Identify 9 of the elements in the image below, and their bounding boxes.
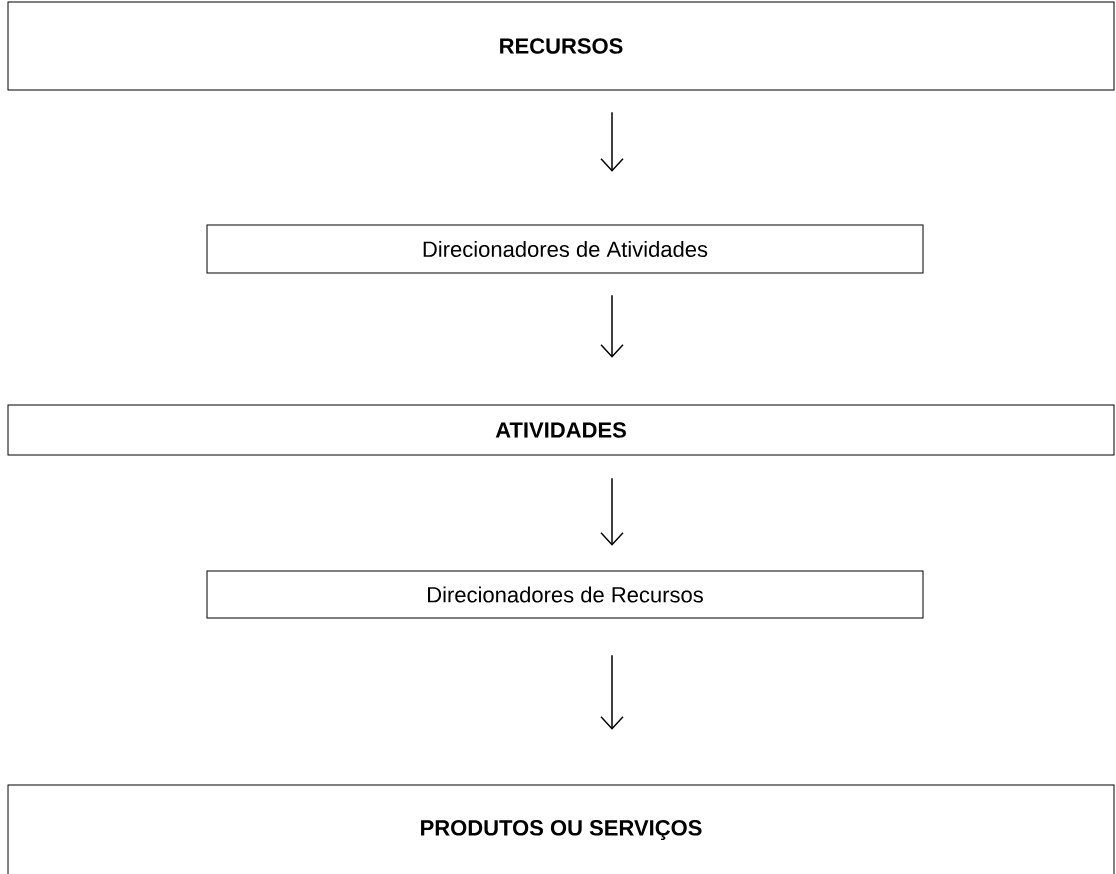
arrow	[600, 111, 624, 172]
header-box: PRODUTOS OU SERVIÇOS	[7, 784, 1115, 874]
process-box: Direcionadores de Recursos	[206, 570, 924, 619]
arrow	[600, 294, 624, 358]
process-box: Direcionadores de Atividades	[206, 224, 924, 274]
header-box: RECURSOS	[7, 1, 1115, 91]
arrow	[600, 654, 624, 730]
arrow	[600, 477, 624, 546]
header-box: ATIVIDADES	[7, 404, 1115, 456]
